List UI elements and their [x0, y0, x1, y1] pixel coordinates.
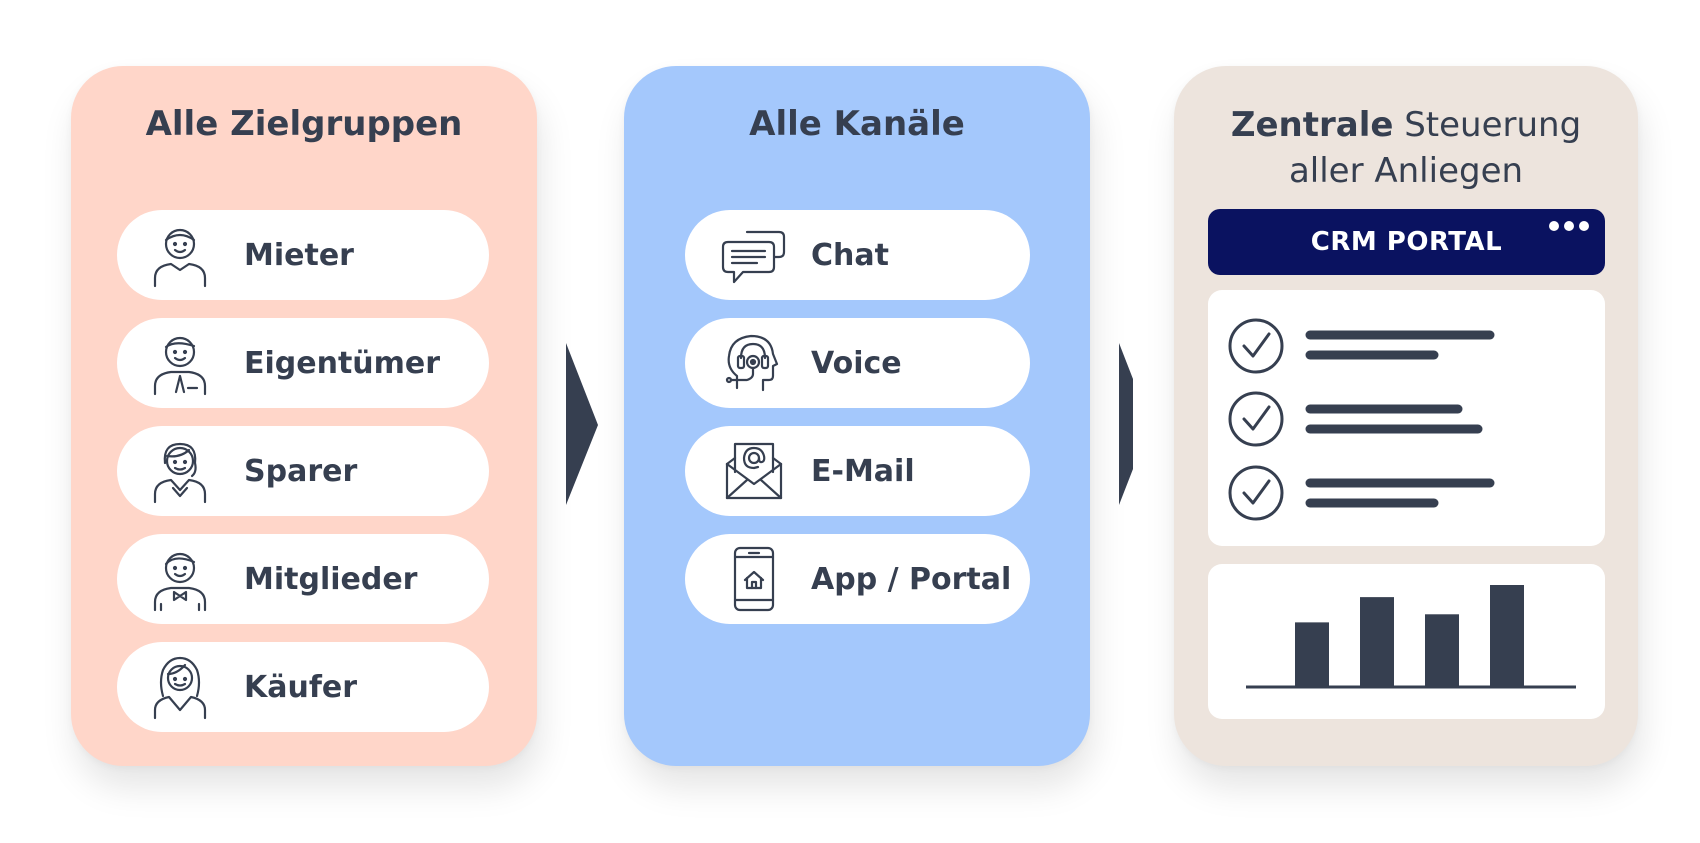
chart-bar — [1490, 585, 1524, 686]
kanal-label: Chat — [811, 237, 889, 273]
kanal-label: Voice — [811, 345, 902, 381]
zielgruppen-title: Alle Zielgruppen — [145, 104, 463, 144]
checklist-item — [1228, 465, 1495, 521]
crm-portal-title: CRM PORTAL — [1310, 227, 1503, 257]
zielgruppen-panel: Alle Zielgruppen Mieter Eigentümer — [71, 66, 537, 766]
kanal-item-email[interactable]: E-Mail — [685, 426, 1030, 516]
checklist — [1228, 318, 1495, 521]
flow-arrow-icon — [566, 343, 598, 505]
steuerung-title-bold: Zentrale — [1230, 105, 1394, 145]
envelope-at-icon — [725, 442, 783, 500]
checklist-item — [1228, 391, 1483, 447]
kanal-item-chat[interactable]: Chat — [685, 210, 1030, 300]
zielgruppe-item-eigentuemer[interactable]: Eigentümer — [117, 318, 489, 408]
checklist-item — [1228, 318, 1495, 374]
zielgruppe-label: Käufer — [244, 669, 358, 705]
bar-chart — [1246, 585, 1576, 689]
kanaele-panel: Alle Kanäle Chat Voice — [624, 66, 1090, 766]
chat-bubbles-icon — [721, 230, 786, 284]
zielgruppe-label: Eigentümer — [244, 345, 441, 381]
kanal-item-voice[interactable]: Voice — [685, 318, 1030, 408]
flow-arrow-icon — [1119, 343, 1133, 505]
zielgruppe-item-mitglieder[interactable]: Mitglieder — [117, 534, 489, 624]
woman-long-hair-icon — [153, 656, 207, 720]
kanaele-title: Alle Kanäle — [749, 104, 965, 144]
person-bowtie-icon — [153, 552, 207, 612]
zielgruppe-item-sparer[interactable]: Sparer — [117, 426, 489, 516]
chart-card — [1208, 564, 1605, 719]
zielgruppe-item-mieter[interactable]: Mieter — [117, 210, 489, 300]
chart-bar — [1360, 597, 1394, 686]
zielgruppe-item-kaeufer[interactable]: Käufer — [117, 642, 489, 732]
steuerung-title-rest: Steuerung — [1393, 105, 1582, 145]
crm-portal-header[interactable]: CRM PORTAL — [1208, 209, 1605, 275]
headset-icon — [725, 334, 779, 392]
chart-bar — [1425, 614, 1459, 686]
kanal-label: E-Mail — [811, 453, 915, 489]
woman-icon — [153, 442, 207, 504]
checklist-card — [1208, 290, 1605, 546]
person-tie-icon — [153, 336, 207, 396]
kanal-label: App / Portal — [811, 561, 1012, 597]
kanal-item-app-portal[interactable]: App / Portal — [685, 534, 1030, 624]
steuerung-panel: Zentrale Steuerung aller Anliegen CRM PO… — [1174, 66, 1638, 766]
chart-bar — [1295, 622, 1329, 686]
zielgruppe-label: Mieter — [244, 237, 354, 273]
more-options-icon[interactable] — [1547, 219, 1591, 233]
steuerung-title: Zentrale Steuerung aller Anliegen — [1174, 102, 1638, 194]
steuerung-title-line2: aller Anliegen — [1288, 151, 1524, 191]
smartphone-home-icon — [733, 546, 775, 612]
person-icon — [153, 228, 207, 288]
zielgruppe-label: Sparer — [244, 453, 358, 489]
zielgruppe-label: Mitglieder — [244, 561, 418, 597]
